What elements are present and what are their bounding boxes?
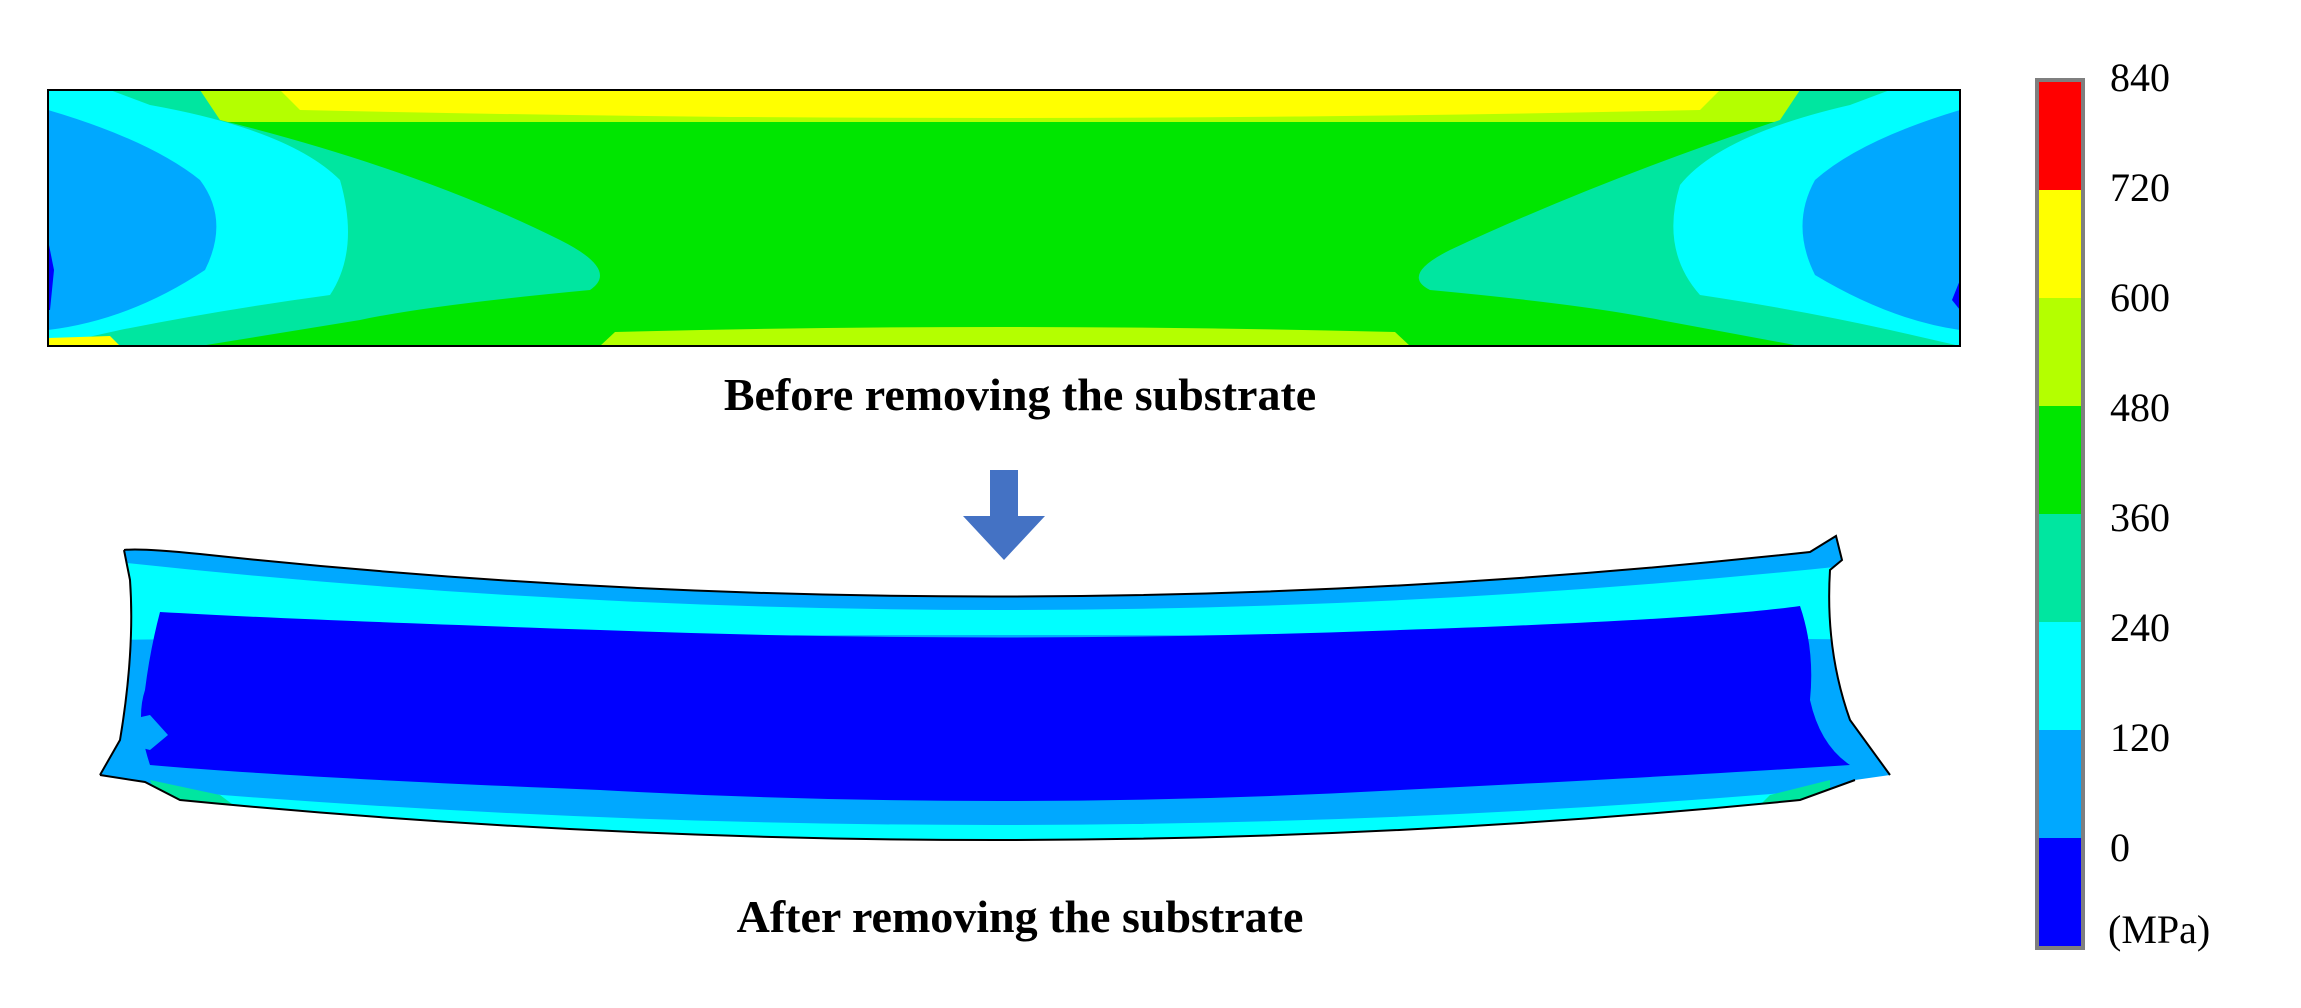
after-band-cyan-bottom — [160, 790, 1820, 840]
before-band-lightblue-left — [48, 110, 217, 330]
color-scale-tick-label: 840 — [2110, 55, 2170, 100]
before-contour-plot — [47, 89, 1961, 347]
after-band-cyan-top — [100, 560, 1890, 640]
color-scale-band — [2039, 298, 2081, 407]
after-band-blue-core — [141, 606, 1850, 801]
color-scale-band — [2039, 622, 2081, 731]
before-band-yellow-leftbottom — [48, 336, 120, 346]
caption-after: After removing the substrate — [736, 891, 1304, 942]
before-band-yellow-top — [280, 90, 1720, 118]
color-scale-tick-label: 120 — [2110, 715, 2170, 760]
color-scale-unit: (MPa) — [2108, 907, 2211, 952]
color-scale-band — [2039, 514, 2081, 623]
color-scale-tick-label: 0 — [2110, 825, 2130, 870]
color-scale-legend — [2035, 78, 2085, 950]
color-scale-tick-label: 240 — [2110, 605, 2170, 650]
color-scale-tick-label: 600 — [2110, 275, 2170, 320]
color-scale-band — [2039, 406, 2081, 515]
color-scale-band — [2039, 190, 2081, 299]
color-scale-bands — [2039, 82, 2081, 947]
before-band-blue-right — [1952, 280, 1960, 310]
color-scale-border — [2035, 78, 2085, 950]
color-scale-band — [2039, 82, 2081, 191]
color-scale-band — [2039, 838, 2081, 947]
caption-before: Before removing the substrate — [723, 369, 1317, 420]
down-arrow-icon — [963, 470, 1045, 560]
color-scale-band — [2039, 730, 2081, 839]
color-scale-tick-label: 720 — [2110, 165, 2170, 210]
after-band-lightblue-leftpatch — [128, 715, 168, 750]
after-plot-outline — [99, 534, 1891, 841]
before-band-yellowgreen-bottom — [600, 327, 1410, 346]
before-plot-border — [47, 89, 1961, 347]
before-band-blue-left — [48, 240, 54, 310]
color-scale-tick-label: 360 — [2110, 495, 2170, 540]
color-scale-tick-label: 480 — [2110, 385, 2170, 430]
before-band-lightblue-right — [1802, 110, 1960, 330]
